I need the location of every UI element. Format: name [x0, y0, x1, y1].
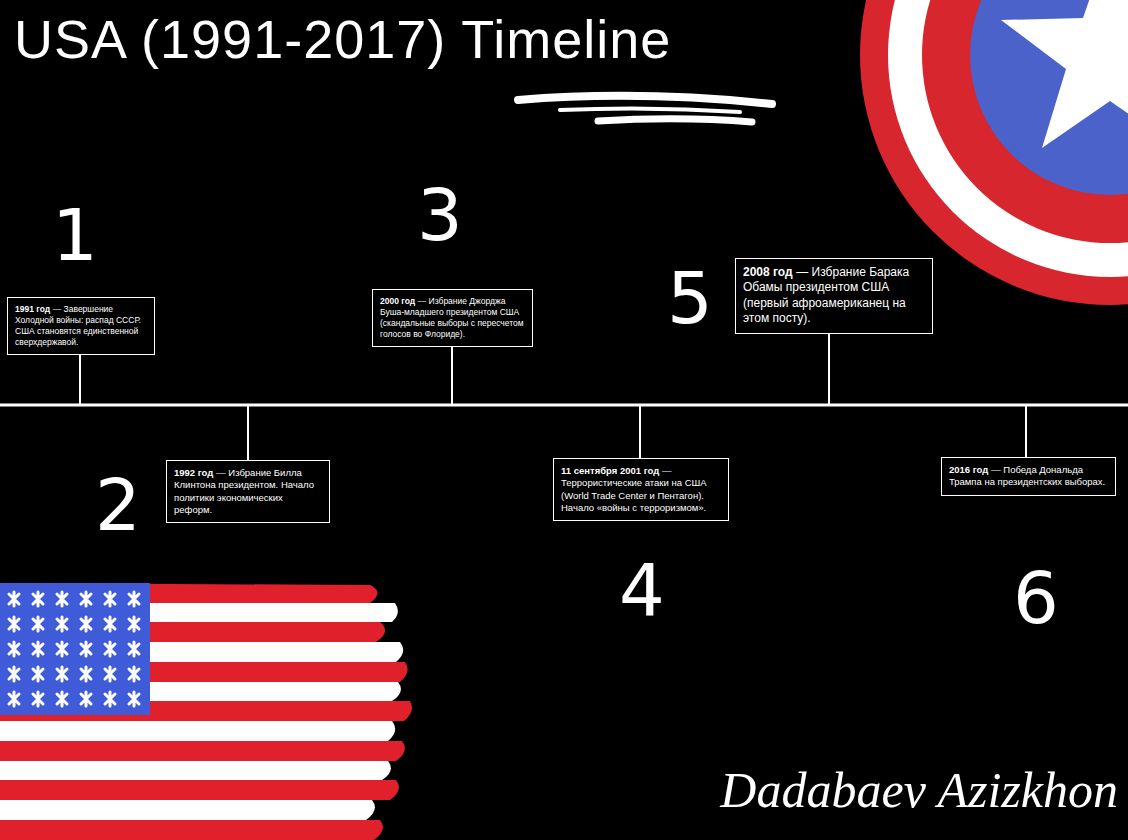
flag-stripe [0, 780, 399, 800]
timeline-stem [639, 405, 641, 458]
event-box: 11 сентября 2001 год— Террористические а… [553, 458, 729, 521]
event-date: 1991 год [15, 304, 50, 314]
shield-ring [888, 0, 1128, 277]
flag-stripe [0, 721, 395, 741]
event-box: 2008 год— Избрание Барака Обамы президен… [735, 258, 933, 334]
callout-number: 6 [1013, 556, 1059, 640]
event-box: 1991 год— Завершение Холодной войны: рас… [7, 297, 155, 355]
event-box: 2000 год— Избрание Джорджа Буша-младшего… [372, 289, 533, 347]
timeline-stem [828, 334, 830, 405]
timeline-axis [0, 404, 1128, 407]
event-date: 2008 год [743, 265, 793, 279]
event-date: 2000 год [380, 296, 415, 306]
event-date: 11 сентября 2001 год [561, 465, 659, 476]
flag-stripe [0, 820, 383, 840]
title-underline [560, 108, 740, 112]
signature: Dadabaev Azizkhon [720, 761, 1118, 819]
event-box: 1992 год— Избрание Билла Клинтона презид… [166, 460, 330, 523]
timeline-stem [1025, 405, 1027, 457]
event-box: 2016 год— Победа Дональда Трампа на през… [941, 457, 1116, 496]
shield-center [970, 0, 1128, 195]
callout-number: 4 [619, 548, 665, 632]
title-underline [518, 96, 772, 104]
callout-number: 3 [417, 173, 463, 257]
shield-ring [922, 0, 1128, 243]
flag [0, 583, 412, 840]
shield-star [1001, 0, 1128, 148]
flag-stripe [0, 761, 391, 780]
flag-stripe [0, 741, 405, 761]
callout-number: 1 [52, 193, 98, 277]
flag-stripe [0, 800, 375, 820]
timeline-stem [451, 347, 453, 405]
callout-number: 5 [667, 256, 713, 340]
title: USA (1991-2017) Timeline [14, 8, 671, 70]
timeline-stem [247, 405, 249, 460]
title-underline [598, 119, 752, 122]
callout-number: 2 [95, 463, 141, 547]
timeline-stem [79, 355, 81, 405]
event-date: 2016 год [949, 464, 988, 475]
flag-stars [0, 585, 148, 713]
event-date: 1992 год [174, 467, 213, 478]
flag-canton [0, 583, 150, 715]
